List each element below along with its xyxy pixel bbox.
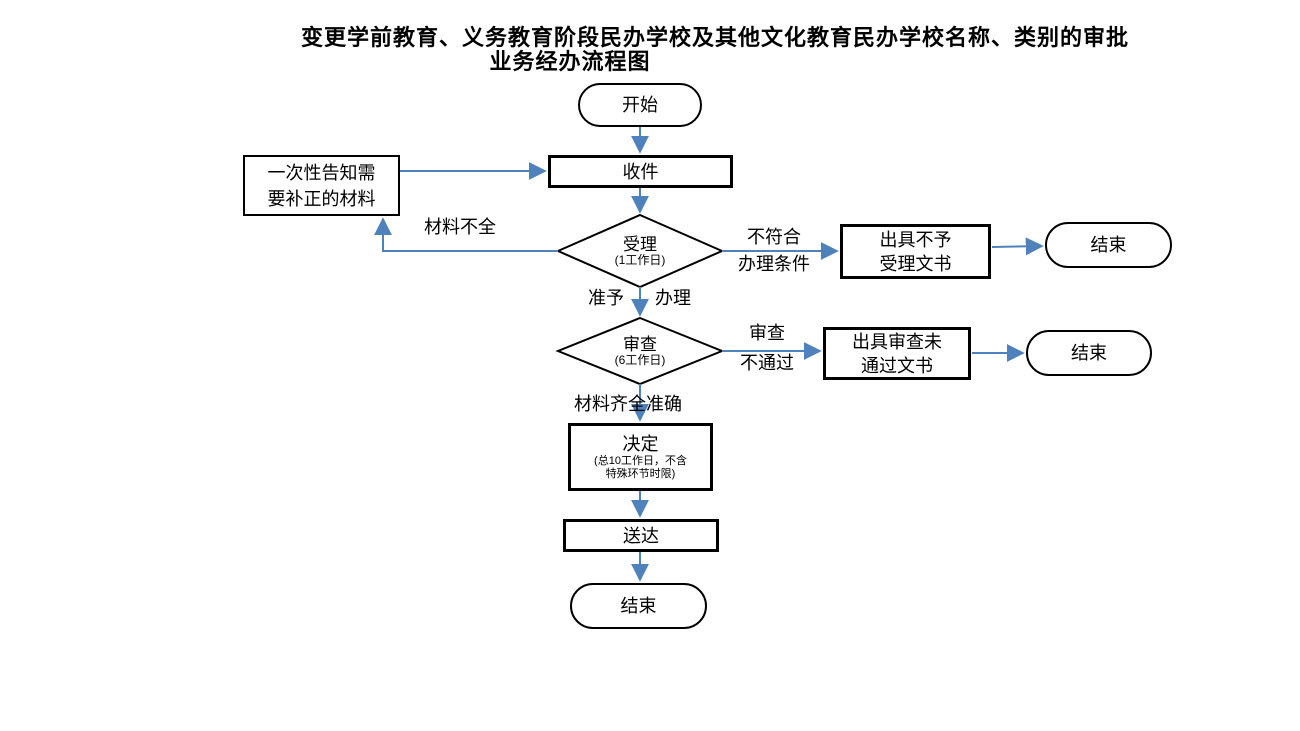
- start-label: 开始: [622, 95, 658, 115]
- accept-duration: (1工作日): [614, 253, 666, 267]
- arrow-reject-doc-to-end1: [991, 237, 1044, 256]
- diagram-title-line2: 业务经办流程图: [489, 49, 651, 74]
- end-label-3: 结束: [620, 596, 657, 616]
- edge-label-not-qualified-line2: 办理条件: [738, 254, 810, 274]
- edge-label-approved-line1: 准予: [588, 288, 624, 308]
- deliver-node: 送达: [563, 519, 719, 552]
- receive-label: 收件: [622, 161, 659, 182]
- decision-duration-line2: 特殊环节时限): [605, 468, 676, 480]
- accept-label: 受理: [623, 235, 657, 254]
- end-node-2: 结束: [1026, 330, 1152, 376]
- accept-node: 受理 (1工作日): [558, 215, 722, 287]
- reject-doc-node: 出具不予 受理文书: [840, 224, 991, 279]
- end-label-2: 结束: [1071, 343, 1107, 363]
- notify-correction-line2: 要补正的材料: [267, 188, 376, 209]
- edge-label-review-fail-line2: 不通过: [740, 353, 794, 373]
- review-fail-doc-node: 出具审查未 通过文书: [823, 327, 971, 380]
- notify-correction-line1: 一次性告知需: [267, 162, 376, 183]
- edge-label-materials-incomplete: 材料不全: [424, 217, 496, 237]
- end-label-1: 结束: [1090, 235, 1127, 255]
- review-node: 审查 (6工作日): [558, 318, 722, 384]
- diagram-title-line1: 变更学前教育、义务教育阶段民办学校及其他文化教育民办学校名称、类别的审批: [300, 25, 1129, 50]
- deliver-label: 送达: [623, 525, 659, 546]
- edge-label-materials-complete: 材料齐全准确: [574, 394, 682, 414]
- edge-label-approved-line2: 办理: [655, 288, 691, 308]
- reject-doc-line1: 出具不予: [879, 229, 952, 250]
- edge-label-review-fail-line1: 审查: [749, 323, 785, 343]
- decision-label: 决定: [622, 434, 659, 454]
- receive-node: 收件: [548, 155, 733, 188]
- notify-correction-node: 一次性告知需 要补正的材料: [243, 155, 400, 216]
- review-fail-doc-line1: 出具审查未: [852, 331, 942, 352]
- start-node: 开始: [578, 83, 702, 127]
- review-duration: (6工作日): [614, 353, 666, 367]
- reject-doc-line2: 受理文书: [879, 253, 952, 274]
- decision-node: 决定 (总10工作日，不含 特殊环节时限): [568, 423, 713, 491]
- edge-label-not-qualified-line1: 不符合: [747, 227, 801, 247]
- end-node-3: 结束: [570, 583, 707, 629]
- review-label: 审查: [623, 335, 657, 354]
- end-node-1: 结束: [1045, 222, 1172, 268]
- review-fail-doc-line2: 通过文书: [861, 355, 933, 376]
- arrow-accept-to-notify: [374, 217, 558, 252]
- decision-duration-line1: (总10工作日，不含: [594, 455, 687, 467]
